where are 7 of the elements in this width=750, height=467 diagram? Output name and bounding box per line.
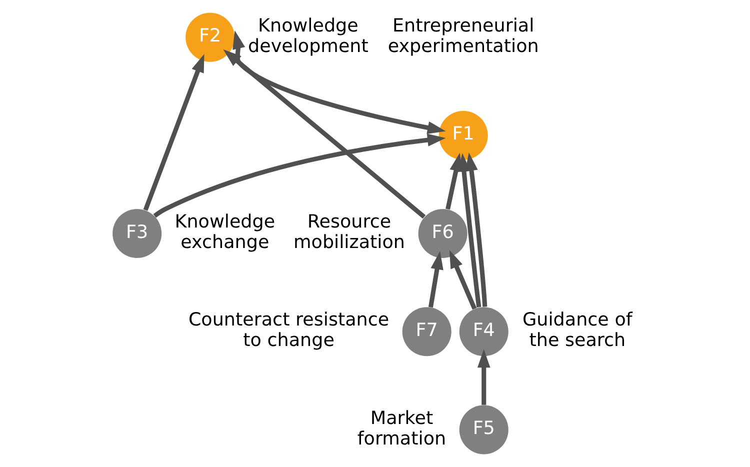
node-label: Counteract resistance to change [188,310,389,352]
node-label: Knowledge development [248,15,368,57]
node-label: Entrepreneurial experimentation [387,15,538,57]
node-label: Resource mobilization [293,212,404,254]
node-label: Knowledge exchange [174,212,275,254]
node-label: Market formation [356,408,446,450]
node-label: Guidance of the search [522,310,632,352]
